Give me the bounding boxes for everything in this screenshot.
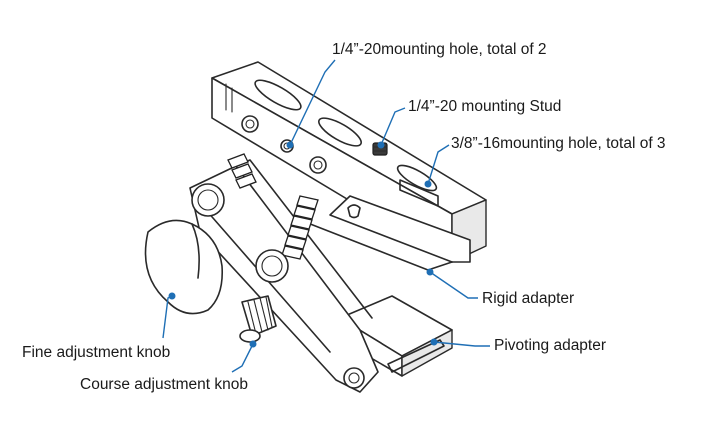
label-mounting-stud: 1/4”-20 mounting Stud: [408, 98, 561, 115]
leader-mounting-hole-threeeighths: [424, 144, 450, 188]
leader-fine-knob: [162, 292, 176, 339]
label-mounting-hole-quarter: 1/4”-20mounting hole, total of 2: [332, 41, 547, 58]
label-course-knob: Course adjustment knob: [80, 376, 248, 393]
fine-threaded-rod: [227, 153, 257, 189]
leader-mounting-hole-quarter: [286, 59, 336, 149]
rigid-adapter-body: [211, 61, 487, 271]
course-threaded-rod: [281, 195, 319, 260]
label-fine-knob: Fine adjustment knob: [22, 344, 170, 361]
leader-rigid-adapter: [426, 268, 478, 299]
course-adjustment-knob: [239, 249, 289, 343]
leader-lines: [162, 59, 490, 373]
label-mounting-hole-threeeighths: 3/8”-16mounting hole, total of 3: [451, 135, 666, 152]
leader-pivoting-adapter: [430, 338, 490, 347]
label-rigid-adapter: Rigid adapter: [482, 290, 574, 307]
leader-course-knob: [231, 340, 257, 373]
leader-mounting-stud: [377, 107, 406, 149]
label-pivoting-adapter: Pivoting adapter: [494, 337, 606, 354]
fine-adjustment-knob: [144, 183, 225, 315]
